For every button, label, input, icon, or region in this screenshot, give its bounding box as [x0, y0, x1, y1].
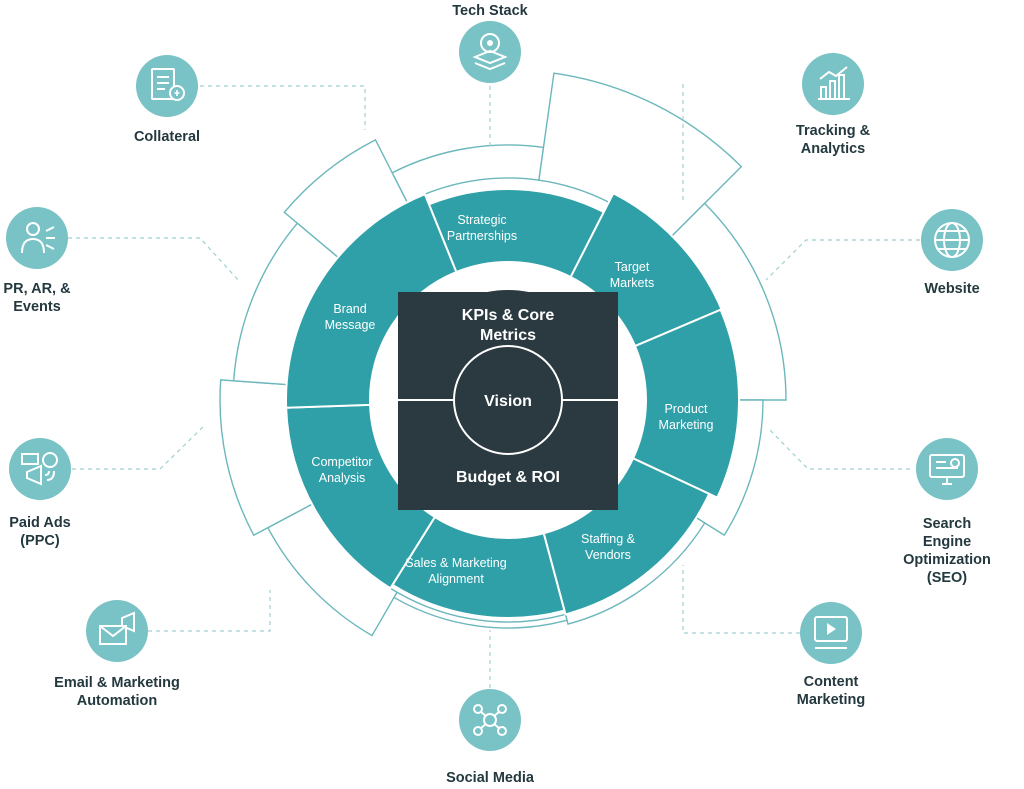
connector-line	[200, 85, 366, 130]
globe-www-icon	[921, 209, 983, 271]
segment-label: Target Markets	[609, 260, 655, 290]
channel-label: PR, AR, & Events	[3, 281, 71, 315]
analytics-chart-icon	[802, 53, 864, 115]
channel-label: Content Marketing	[796, 674, 866, 708]
channel-label: Tracking & Analytics	[795, 123, 871, 157]
channel-label: Collateral	[133, 129, 201, 145]
segment-label: Brand Message	[324, 302, 376, 332]
core-circle	[370, 262, 646, 538]
segment-label: Strategic Partnerships	[446, 213, 518, 243]
channel-label: Social Media	[446, 770, 534, 786]
ads-megaphone-icon	[9, 438, 71, 500]
seo-monitor-icon	[916, 438, 978, 500]
channel-label: Email & Marketing Automation	[54, 675, 180, 709]
connector-lines	[68, 84, 920, 688]
content-media-icon	[800, 602, 862, 664]
segment-label: Competitor Analysis	[311, 455, 373, 485]
connector-line	[72, 424, 206, 470]
segment-label: Product Marketing	[658, 402, 714, 432]
outer-channel-ring	[219, 72, 787, 637]
segment-label: Sales & Marketing Alignment	[405, 556, 507, 586]
connector-line	[148, 590, 271, 632]
pr-person-icon	[6, 207, 68, 269]
segment-label: Staffing & Vendors	[581, 532, 635, 562]
core-center-label: Vision	[484, 393, 532, 410]
connector-line	[769, 429, 910, 470]
core-bottom-label: Budget & ROI	[456, 469, 560, 486]
channel-label: Paid Ads (PPC)	[9, 515, 71, 549]
tech-stack-icon	[459, 21, 521, 83]
channel-label: Tech Stack	[452, 3, 528, 19]
social-network-icon	[459, 689, 521, 751]
connector-line	[68, 237, 241, 283]
connector-line	[765, 239, 920, 281]
document-icon	[136, 55, 198, 117]
channel-label: Search Engine Optimization (SEO)	[903, 516, 991, 586]
vision-circle	[453, 345, 563, 455]
channel-label: Website	[924, 281, 980, 297]
email-megaphone-icon	[86, 600, 148, 662]
outer-ring-block	[538, 72, 743, 245]
strategy-segment-ring	[285, 188, 740, 619]
core-top-label: KPIs & Core Metrics	[461, 307, 555, 344]
connector-line	[682, 565, 800, 634]
